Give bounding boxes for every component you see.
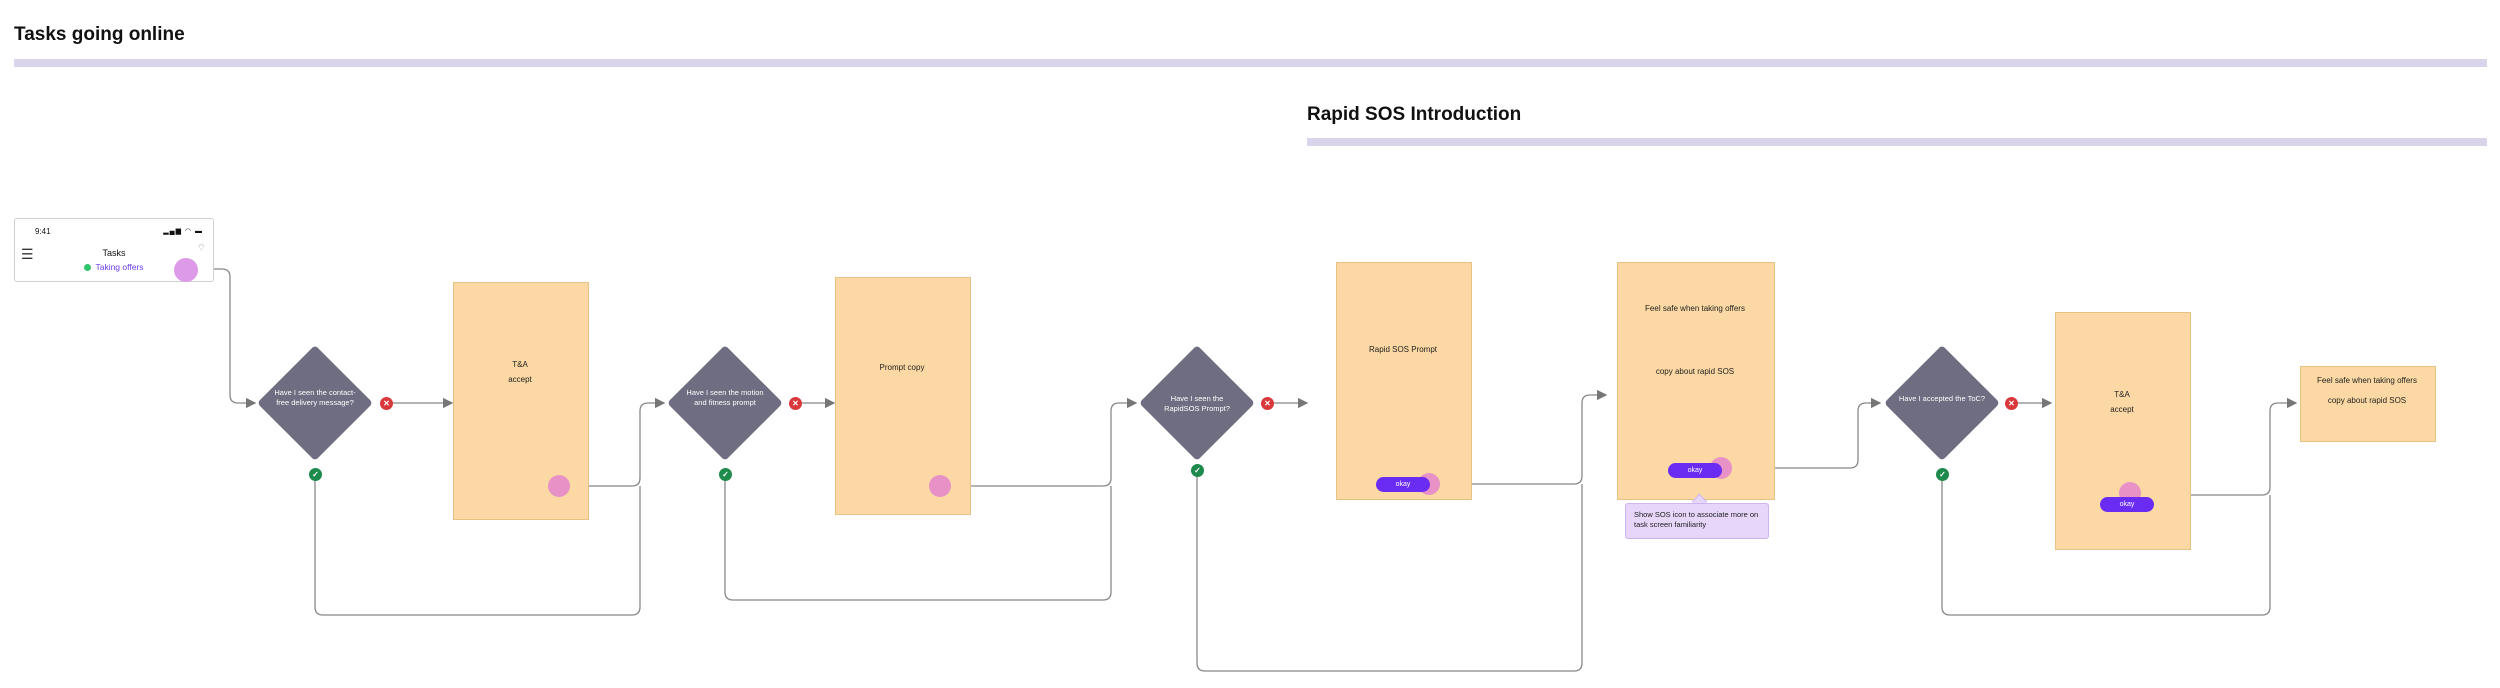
notification-icon[interactable]: ⌔: [196, 243, 206, 254]
card-ta-title: T&A: [512, 360, 528, 369]
tap-marker: [548, 475, 570, 497]
okay-button[interactable]: okay: [1668, 463, 1722, 478]
decision-yes-icon: ✓: [1936, 468, 1949, 481]
decision-contact-free-text: Have I seen the contact-free delivery me…: [274, 388, 356, 407]
card-ta-2-accept-text: accept: [2110, 405, 2134, 414]
hamburger-menu-icon[interactable]: ☰: [21, 246, 34, 262]
card-feel-safe-copy: copy about rapid SOS: [1655, 367, 1735, 376]
card-rapid-sos-prompt: [1336, 262, 1472, 500]
decision-no-icon: ✕: [1261, 397, 1274, 410]
rapid-sos-section-band: [1307, 138, 2487, 146]
cursor-marker: [174, 258, 198, 282]
decision-accepted-toc-text: Have I accepted the ToC?: [1898, 394, 1986, 403]
taking-offers-label: Taking offers: [95, 262, 144, 272]
card-ta-accept-text: accept: [508, 375, 532, 384]
card-prompt-copy: [835, 277, 971, 515]
decision-no-icon: ✕: [789, 397, 802, 410]
card-rapid-sos-prompt-text: Rapid SOS Prompt: [1368, 345, 1438, 354]
decision-motion-fitness-text: Have I seen the motion and fitness promp…: [686, 388, 764, 407]
decision-rapidsos-prompt-text: Have I seen the RapidSOS Prompt?: [1164, 394, 1230, 413]
phone-title: Tasks: [102, 248, 126, 258]
decision-yes-icon: ✓: [309, 468, 322, 481]
main-section-title: Tasks going online: [14, 24, 185, 45]
taking-offers-status[interactable]: Taking offers: [15, 262, 213, 272]
okay-button[interactable]: okay: [1376, 477, 1430, 492]
okay-button[interactable]: okay: [2100, 497, 2154, 512]
tap-marker: [929, 475, 951, 497]
rapid-sos-section-title: Rapid SOS Introduction: [1307, 104, 1522, 125]
card-feel-safe-title: Feel safe when taking offers: [1645, 304, 1745, 313]
status-dot-icon: [84, 264, 92, 271]
card-feel-safe-final-title: Feel safe when taking offers: [2317, 376, 2417, 385]
phone-time: 9:41: [35, 227, 51, 236]
decision-no-icon: ✕: [2005, 397, 2018, 410]
signal-wifi-battery-icon: ▂▄▆ ◠ ▬: [163, 228, 203, 235]
card-ta-accept-2: [2055, 312, 2191, 550]
sticky-note: Show SOS icon to associate more on task …: [1625, 503, 1769, 539]
main-section-band: [14, 59, 2487, 67]
decision-yes-icon: ✓: [719, 468, 732, 481]
card-feel-safe-final: [2300, 366, 2436, 442]
card-feel-safe: [1617, 262, 1775, 500]
decision-yes-icon: ✓: [1191, 464, 1204, 477]
card-ta-2-title: T&A: [2114, 390, 2130, 399]
card-feel-safe-final-copy: copy about rapid SOS: [2327, 396, 2407, 405]
card-prompt-copy-text: Prompt copy: [879, 363, 925, 372]
decision-no-icon: ✕: [380, 397, 393, 410]
